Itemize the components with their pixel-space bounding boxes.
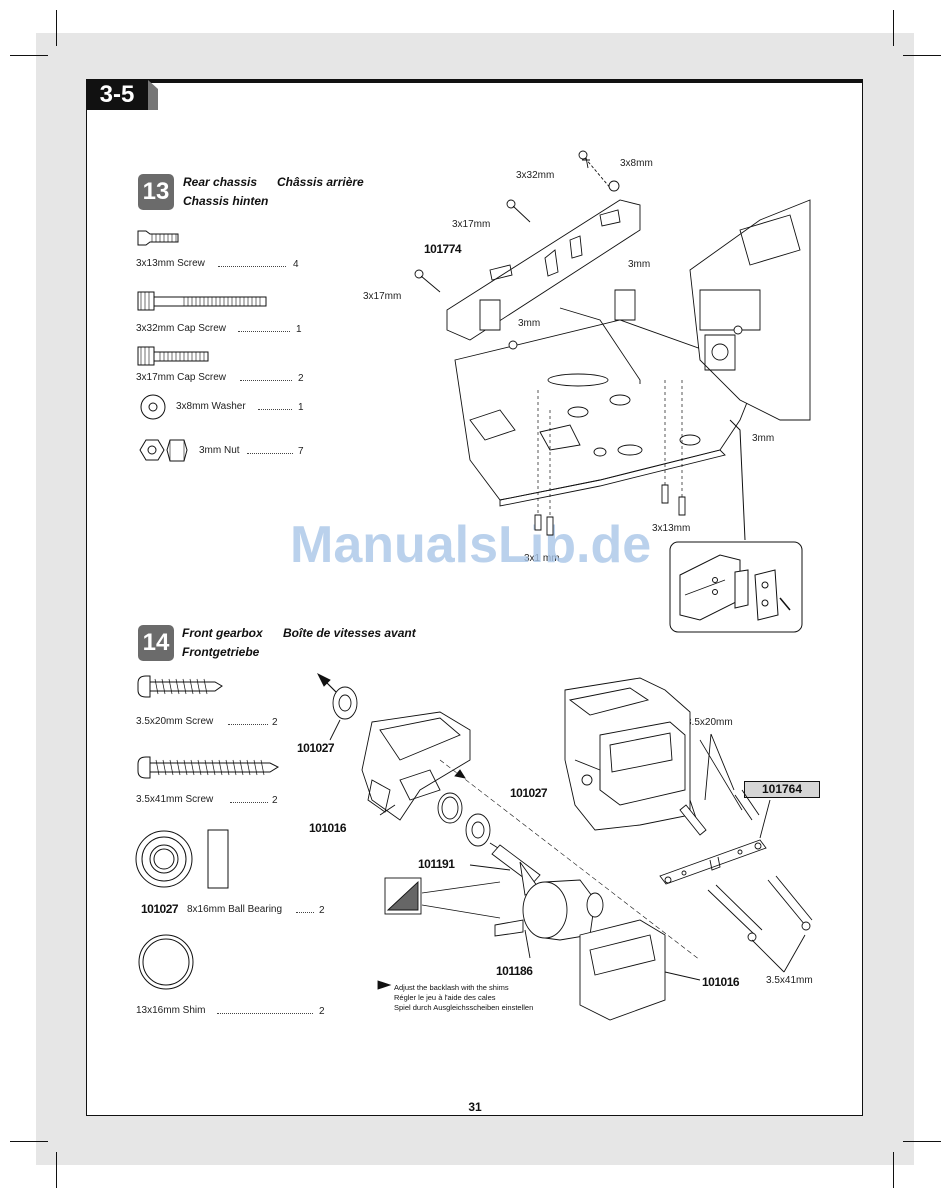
part-name: 3.5x41mm Screw (136, 794, 214, 805)
page-number: 31 (468, 1100, 482, 1114)
shim-icon (138, 934, 194, 990)
step-13-number: 13 (138, 174, 174, 210)
washer-icon (140, 394, 166, 420)
leader-dots (217, 1013, 313, 1014)
part-qty: 1 (296, 324, 302, 335)
leader-dots (247, 453, 293, 454)
section-label: 3-5 (86, 80, 148, 110)
cap-screw-17-icon (137, 346, 209, 366)
part-number-101764: 101764 (744, 781, 820, 798)
callout-3mm-b: 3mm (518, 318, 541, 329)
part-number-101027-b: 101027 (510, 786, 548, 800)
part-name: 3x8mm Washer (176, 401, 246, 412)
part-name: 3x32mm Cap Screw (136, 323, 227, 334)
crop-mark (903, 1141, 941, 1142)
detail-inset (669, 541, 803, 633)
backlash-note-de: Spiel durch Ausgleichsscheiben einstelle… (394, 1003, 534, 1012)
part-qty: 4 (293, 259, 299, 270)
part-qty: 2 (298, 373, 304, 384)
nut-icon (139, 439, 188, 462)
leader-dots (240, 380, 292, 381)
crop-mark (10, 1141, 48, 1142)
step-14-number: 14 (138, 625, 174, 661)
crop-mark (56, 10, 57, 46)
part-number-101016-a: 101016 (309, 821, 347, 835)
crop-mark (10, 55, 48, 56)
part-name: 13x16mm Shim (136, 1005, 206, 1016)
part-qty: 2 (319, 1006, 325, 1017)
part-qty: 7 (298, 446, 304, 457)
step-14-title-fr: Boîte de vitesses avant (283, 626, 416, 640)
gearbox-exploded-drawing (316, 672, 813, 1021)
part-qty: 2 (319, 905, 325, 916)
section-tab: 3-5 (86, 80, 158, 112)
part-number: 101027 (141, 902, 179, 916)
leader-dots (258, 409, 292, 410)
flat-screw-icon (137, 230, 179, 246)
callout-3mm-c: 3mm (752, 433, 775, 444)
backlash-note-en: Adjust the backlash with the shims (394, 983, 509, 992)
callout-3mm-a: 3mm (628, 259, 651, 270)
step-14-title-en: Front gearbox (182, 626, 263, 640)
part-name: 3x17mm Cap Screw (136, 372, 227, 383)
part-number-101186: 101186 (496, 964, 533, 978)
crop-mark (893, 10, 894, 46)
leader-dots (230, 802, 268, 803)
part-name: 3mm Nut (199, 445, 240, 456)
leader-dots (296, 912, 314, 913)
part-qty: 1 (298, 402, 304, 413)
crop-mark (893, 1152, 894, 1188)
self-tap-screw-41-icon (137, 756, 280, 779)
part-number-101774: 101774 (424, 242, 462, 256)
part-name: 3.5x20mm Screw (136, 716, 214, 727)
part-qty: 2 (272, 795, 278, 806)
callout-3x13-a: 3x13mm (652, 523, 691, 534)
leader-dots (228, 724, 268, 725)
part-name: 8x16mm Ball Bearing (187, 904, 283, 915)
chassis-plate-drawing (414, 150, 811, 541)
crop-mark (56, 1152, 57, 1188)
leader-dots (218, 266, 286, 267)
callout-3x17-a: 3x17mm (452, 219, 491, 230)
step-14-title-de: Frontgetriebe (182, 645, 260, 659)
callout-3x13-b: 3x1 mm (524, 553, 560, 564)
crop-mark (903, 55, 941, 56)
step-13-title-de: Chassis hinten (183, 194, 269, 208)
leader-dots (238, 331, 290, 332)
part-number-101016-b: 101016 (702, 975, 740, 989)
backlash-note-fr: Régler le jeu à l'aide des cales (394, 993, 496, 1002)
callout-3-5x20: 3.5x20mm (686, 717, 733, 728)
section-tab-shade (148, 80, 158, 110)
part-qty: 2 (272, 717, 278, 728)
part-number-101191: 101191 (418, 857, 455, 871)
callout-3-5x41: 3.5x41mm (766, 975, 813, 986)
step-13-title-en: Rear chassis (183, 175, 258, 189)
self-tap-screw-20-icon (137, 675, 223, 698)
part-name: 3x13mm Screw (136, 258, 205, 269)
section-header-line (86, 79, 863, 83)
cap-screw-32-icon (137, 291, 267, 311)
step-13-title-fr: Châssis arrière (277, 175, 364, 189)
callout-3x17-b: 3x17mm (363, 291, 402, 302)
callout-3x32: 3x32mm (516, 170, 555, 181)
callout-3x8: 3x8mm (620, 158, 653, 169)
part-number-101027-a: 101027 (297, 741, 335, 755)
ball-bearing-icon (135, 829, 229, 889)
watermark: ManualsLib.de (290, 516, 652, 574)
